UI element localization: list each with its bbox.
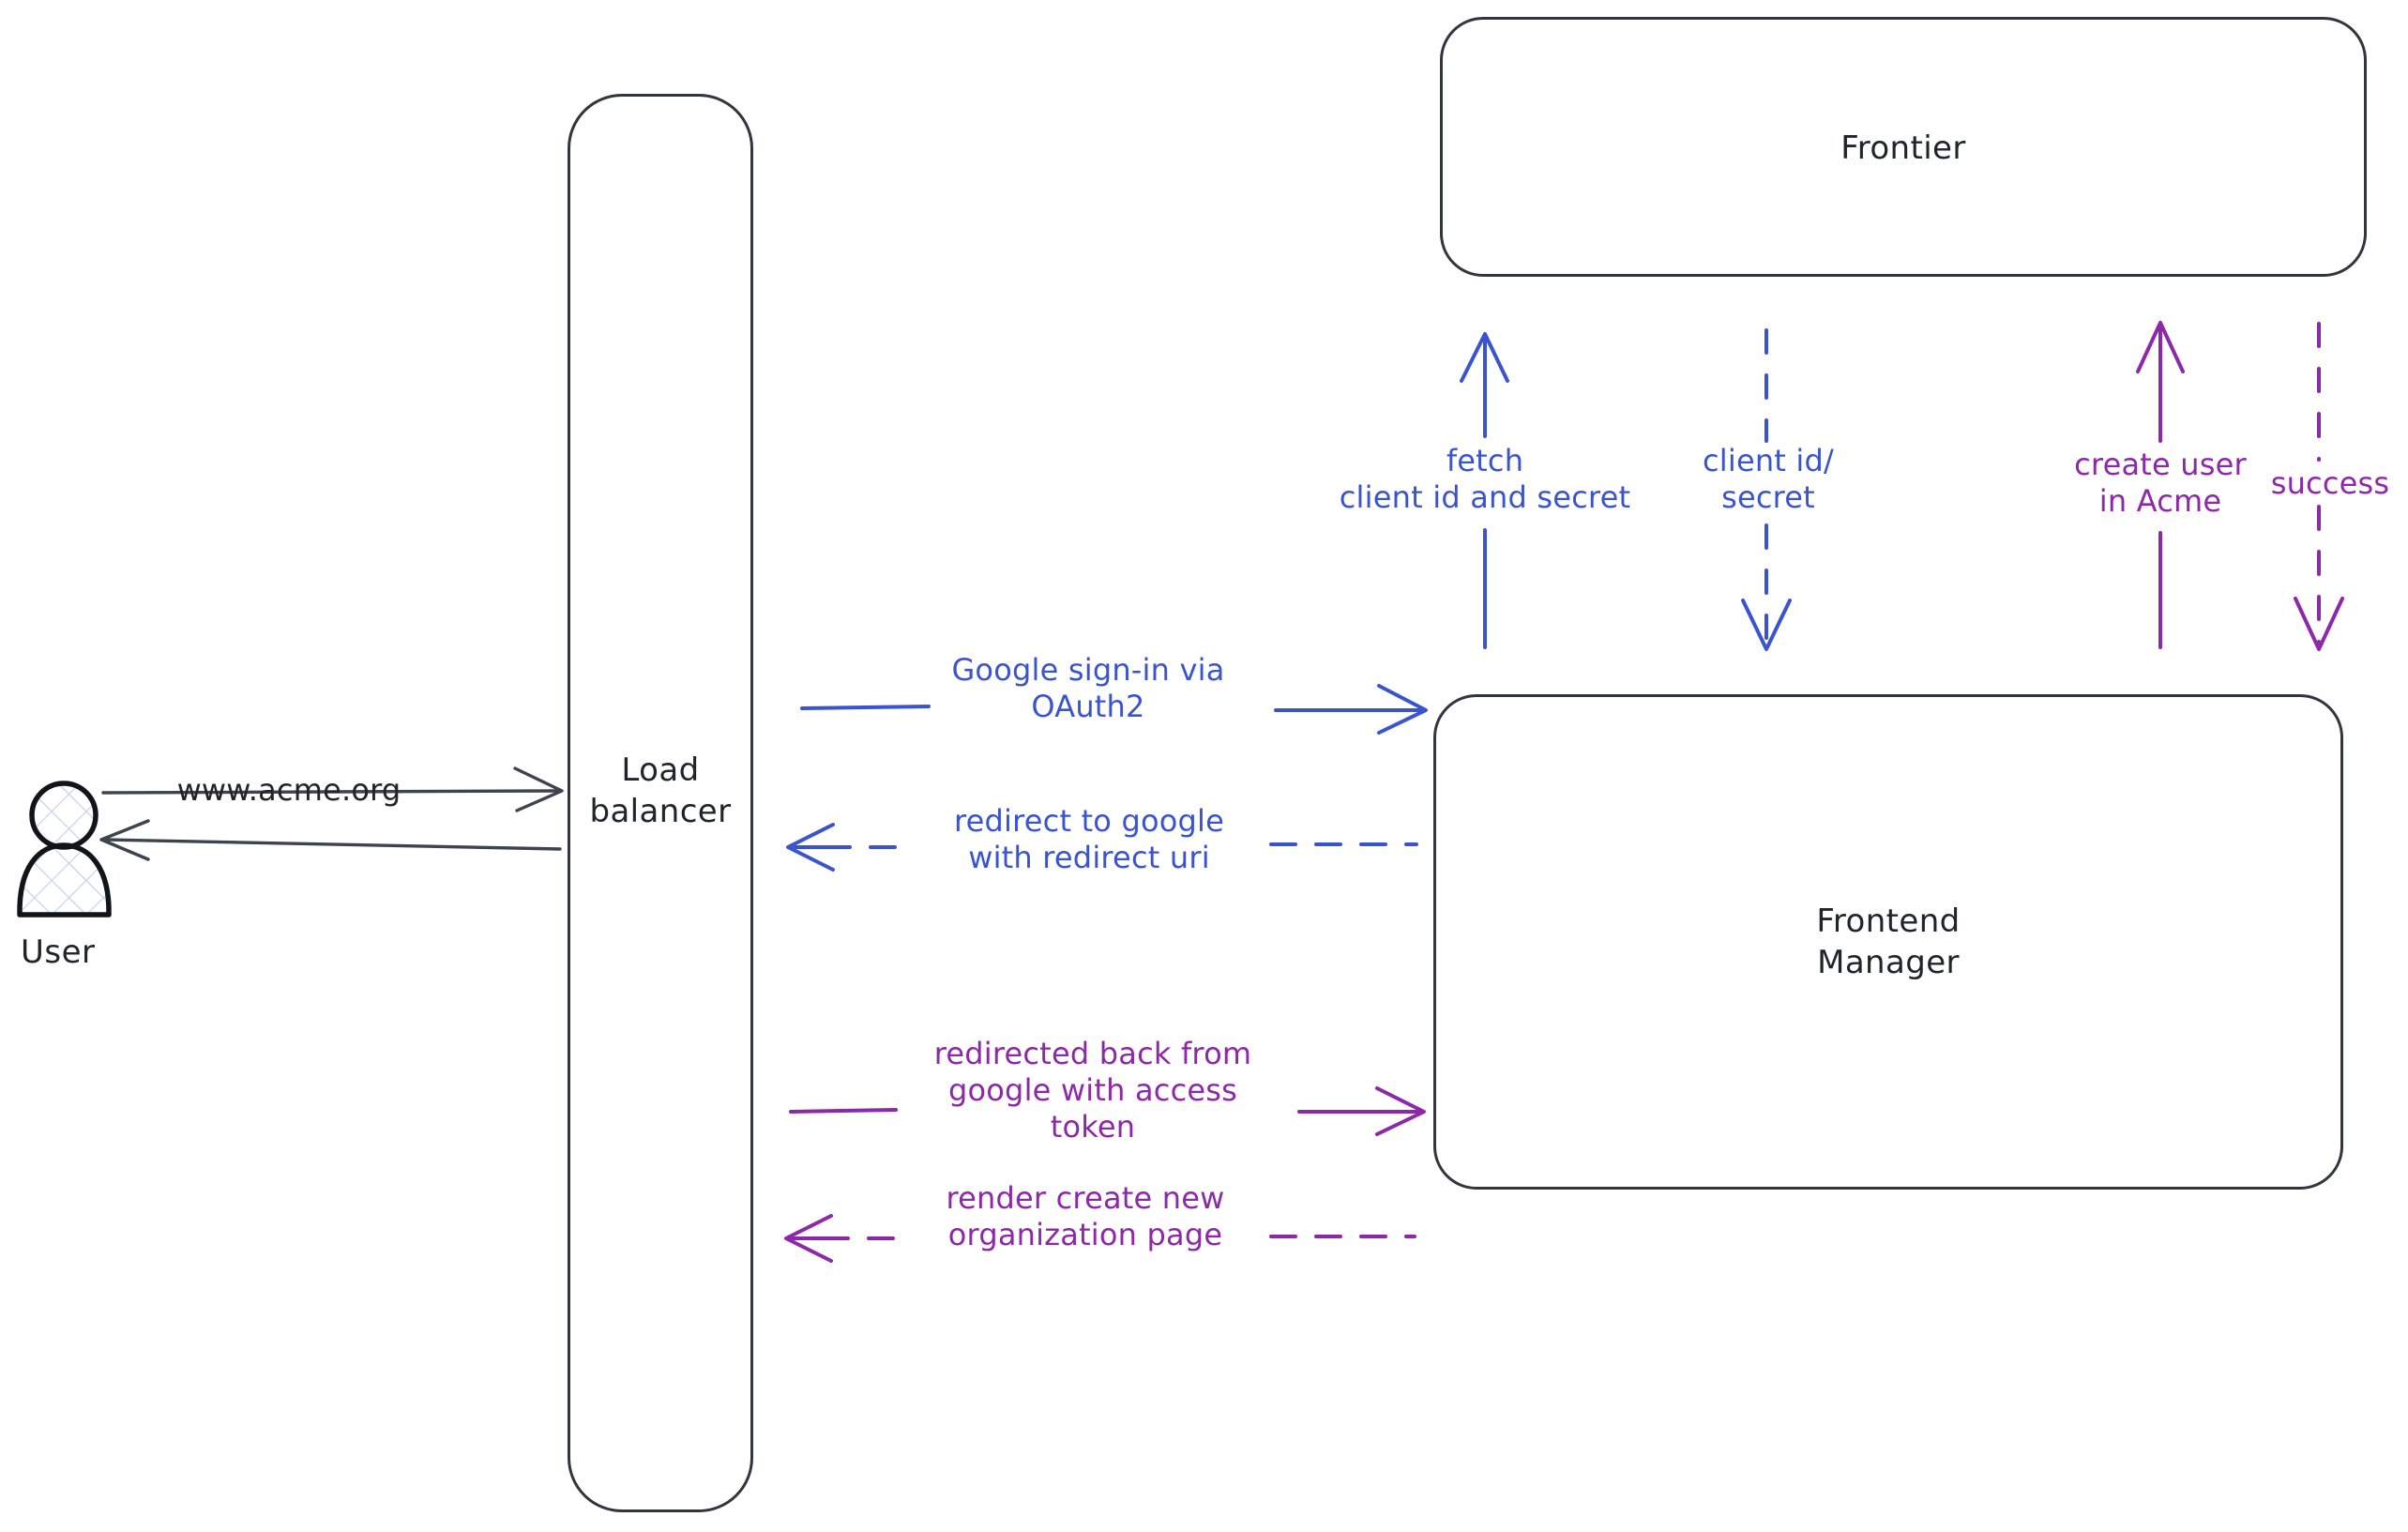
- edge-label-lb-to-fm-token: redirected back from google with access …: [933, 1036, 1252, 1145]
- edge-label-fm-to-lb-render: render create new organization page: [946, 1180, 1225, 1253]
- node-load-balancer[interactable]: [568, 94, 753, 1512]
- edge-label-frontier-to-fm-clientid: client id/ secret: [1702, 443, 1835, 516]
- user-actor-caption: User: [21, 933, 96, 971]
- node-frontend-manager[interactable]: [1433, 694, 2343, 1190]
- edge-label-fm-to-lb-redirect: redirect to google with redirect uri: [953, 803, 1225, 876]
- edge-lb-to-user: [99, 819, 562, 861]
- edge-label-fm-to-frontier-create: create user in Acme: [2074, 447, 2247, 520]
- edge-label-frontier-to-fm-success: success: [2270, 465, 2390, 501]
- node-frontend-manager-label: Frontend Manager: [1816, 903, 1961, 981]
- edge-label-lb-to-fm-signin: Google sign-in via OAuth2: [951, 652, 1225, 725]
- node-frontier[interactable]: [1440, 17, 2367, 277]
- edge-label-fm-to-frontier-fetch: fetch client id and secret: [1339, 443, 1631, 516]
- node-frontier-label: Frontier: [1840, 129, 1966, 167]
- edge-label-user-to-lb: www.acme.org: [176, 772, 401, 808]
- node-load-balancer-label: Load balancer: [589, 751, 732, 830]
- user-actor-figure: [17, 781, 112, 918]
